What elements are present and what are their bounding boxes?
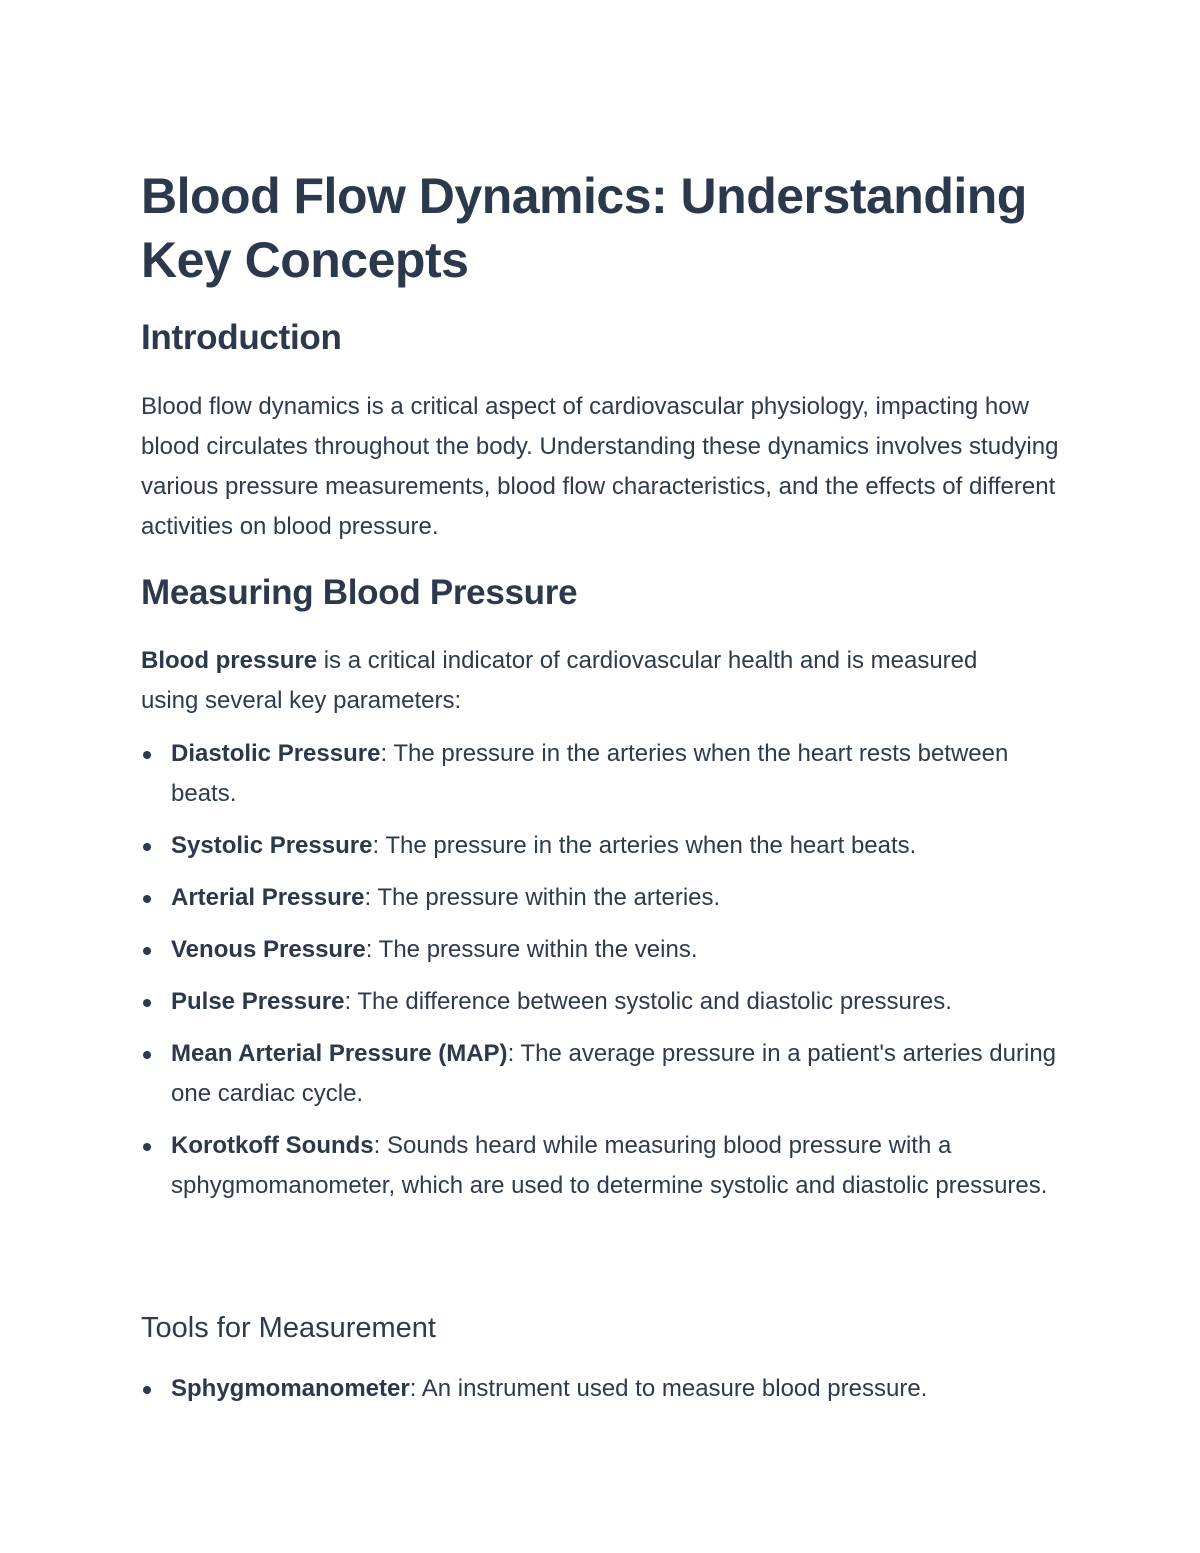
- list-item-term: Korotkoff Sounds: [171, 1132, 374, 1159]
- bullet-icon: [143, 895, 151, 903]
- list-item-description: : The difference between systolic and di…: [344, 988, 952, 1015]
- bullet-icon: [143, 1051, 151, 1059]
- measuring-heading: Measuring Blood Pressure: [141, 573, 578, 612]
- bullet-icon: [143, 947, 151, 955]
- list-item-term: Systolic Pressure: [171, 832, 373, 859]
- tools-heading: Tools for Measurement: [141, 1312, 436, 1344]
- list-item: Arterial Pressure: The pressure within t…: [141, 878, 1061, 918]
- list-item-description: : The pressure within the veins.: [365, 936, 698, 963]
- list-item: Sphygmomanometer: An instrument used to …: [141, 1369, 1061, 1409]
- bullet-icon: [143, 1143, 151, 1151]
- bullet-icon: [143, 751, 151, 759]
- blood-pressure-term: Blood pressure: [141, 647, 318, 674]
- list-item-description: : An instrument used to measure blood pr…: [409, 1375, 928, 1402]
- list-item-description: : The pressure within the arteries.: [364, 884, 721, 911]
- list-item-description: : The pressure in the arteries when the …: [171, 740, 1009, 807]
- list-item-term: Sphygmomanometer: [171, 1375, 410, 1402]
- introduction-heading: Introduction: [141, 318, 342, 357]
- list-item-description: : The average pressure in a patient's ar…: [171, 1040, 1057, 1107]
- document-title: Blood Flow Dynamics: Understanding Key C…: [141, 168, 1027, 288]
- list-item: Venous Pressure: The pressure within the…: [141, 930, 1061, 970]
- list-item: Systolic Pressure: The pressure in the a…: [141, 826, 1061, 866]
- pressure-parameter-list: Diastolic Pressure: The pressure in the …: [141, 734, 1061, 1218]
- blood-pressure-paragraph: Blood pressure is a critical indicator o…: [141, 641, 1041, 721]
- list-item-term: Mean Arterial Pressure (MAP): [171, 1040, 508, 1067]
- list-item-term: Venous Pressure: [171, 936, 366, 963]
- list-item-description: : Sounds heard while measuring blood pre…: [171, 1132, 1048, 1199]
- list-item: Korotkoff Sounds: Sounds heard while mea…: [141, 1126, 1061, 1206]
- list-item-term: Arterial Pressure: [171, 884, 365, 911]
- bullet-icon: [143, 843, 151, 851]
- list-item: Pulse Pressure: The difference between s…: [141, 982, 1061, 1022]
- bullet-icon: [143, 1386, 151, 1394]
- bullet-icon: [143, 999, 151, 1007]
- list-item-term: Diastolic Pressure: [171, 740, 381, 767]
- blood-pressure-description: is a critical indicator of cardiovascula…: [141, 647, 978, 714]
- list-item-description: : The pressure in the arteries when the …: [372, 832, 917, 859]
- list-item: Mean Arterial Pressure (MAP): The averag…: [141, 1034, 1061, 1114]
- tools-list: Sphygmomanometer: An instrument used to …: [141, 1369, 1061, 1421]
- list-item-term: Pulse Pressure: [171, 988, 345, 1015]
- introduction-paragraph: Blood flow dynamics is a critical aspect…: [141, 393, 1059, 540]
- list-item: Diastolic Pressure: The pressure in the …: [141, 734, 1061, 814]
